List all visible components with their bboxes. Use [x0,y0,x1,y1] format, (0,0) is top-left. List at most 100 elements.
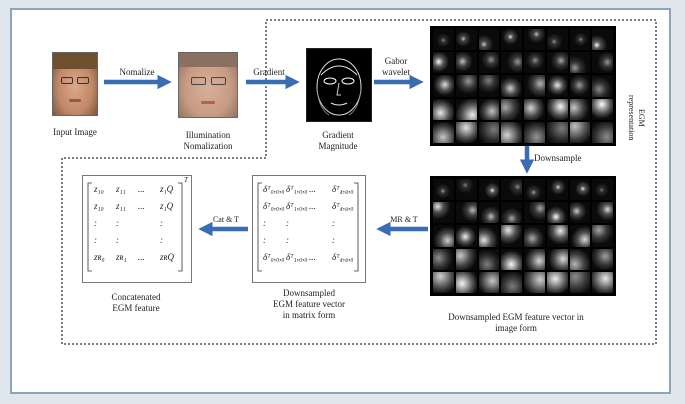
gradient-edges [316,58,362,116]
ds-matrix-cell: ... [309,252,316,262]
gabor-cell [478,75,500,97]
egm-representation-label: EGM representation [627,95,646,141]
gabor-cell [569,98,591,120]
gabor-cell [455,248,477,270]
gabor-cell [433,52,454,74]
gabor-cell [455,225,477,247]
gabor-cell [433,202,454,224]
gradient-magnitude-image [306,48,372,122]
concat-matrix-cell: : [160,218,163,228]
label-gabor-line1: Gabor [384,56,408,66]
gabor-cell [592,121,613,143]
ds-matrix-cell: δᵀ₁,₀,₀ [286,201,308,211]
gabor-feature-grid [430,26,616,146]
gabor-cell [546,271,568,293]
gabor-cell [524,271,545,293]
ds-matrix-cell: : [286,218,289,228]
gabor-cell [478,121,500,143]
gabor-cell [569,225,591,247]
gabor-cell [433,179,454,201]
gabor-cell [478,52,500,74]
gabor-cell [455,179,477,201]
gabor-cell [501,75,522,97]
concat-matrix-cell: : [116,235,119,245]
gabor-cell [478,248,500,270]
gabor-cell [501,225,522,247]
gabor-cell [592,75,613,97]
gabor-cell [478,271,500,293]
concat-matrix-cell: zʀ₁ [116,252,127,262]
concat-matrix-cell: ... [138,184,145,194]
gabor-cell [478,98,500,120]
gabor-cell [501,98,522,120]
input-face-image [52,52,98,116]
ds-matrix-cell: δᵀ₄,₈,₀ [332,252,354,262]
gabor-cell [455,29,477,51]
ds-matrix-cell: ... [309,201,316,211]
label-normalize: Nomalize [119,67,155,77]
concat-matrix-cell: z₁₁ [116,184,126,194]
caption-gradient-line2: Magnitude [318,141,358,151]
gabor-cell [569,52,591,74]
caption-dsmatrix-line2: EGM feature vector [273,299,345,309]
caption-gradient-line1: Gradient [322,130,354,140]
gabor-cell [546,121,568,143]
ds-matrix-cell: δᵀ₀,₀,₀ [263,201,285,211]
downsampled-matrix-box [252,175,366,283]
concat-matrix-cell: z₁₀ [94,201,104,211]
gabor-cell [433,225,454,247]
concat-matrix-cell: z₁Q [160,201,174,211]
gabor-cell [524,202,545,224]
gabor-cell [592,248,613,270]
concat-matrix-cell: : [160,235,163,245]
gabor-cell [524,121,545,143]
concat-matrix-cell: z₁₁ [116,201,126,211]
gabor-cell [592,271,613,293]
label-gradient: Gradient [253,67,285,77]
gabor-cell [592,202,613,224]
caption-dsimage-line2: image form [495,323,537,333]
gabor-cell [546,225,568,247]
caption-illumination-line2: Nomalization [183,141,233,151]
gabor-cell [501,52,522,74]
gabor-cell [592,225,613,247]
gabor-cell [455,52,477,74]
ds-matrix-cell: δᵀ₁,₀,₀ [286,184,308,194]
concat-matrix-cell: : [94,218,97,228]
caption-downsampled-matrix: Downsampled EGM feature vector in matrix… [254,288,364,321]
caption-illumination-line1: Illumination [185,130,231,140]
label-mr-t: MR & T [390,215,418,224]
gabor-cell [524,225,545,247]
gabor-cell [524,29,545,51]
concatenated-matrix-box [82,175,192,283]
gabor-cell [433,271,454,293]
gabor-cell [569,271,591,293]
concat-matrix-cell: : [116,218,119,228]
gabor-cell [524,98,545,120]
gabor-cell [501,248,522,270]
gabor-cell [455,271,477,293]
caption-concatenated: Concatenated EGM feature [96,292,176,314]
concat-matrix-cell: z₁₀ [94,184,104,194]
caption-concatenated-line1: Concatenated [111,292,161,302]
gabor-cell [455,75,477,97]
gabor-cell [592,52,613,74]
gabor-cell [433,75,454,97]
concat-matrix-cell: ... [138,201,145,211]
ds-matrix-cell: : [332,235,335,245]
concat-matrix-cell: ... [138,252,145,262]
gabor-cell [455,202,477,224]
gabor-cell [546,75,568,97]
ds-matrix-cell: : [263,235,266,245]
gabor-cell [433,121,454,143]
caption-dsmatrix-line3: in matrix form [282,310,336,320]
gabor-cell [478,179,500,201]
gabor-cell [546,52,568,74]
gabor-cell [569,202,591,224]
gabor-cell [569,248,591,270]
ds-matrix-cell: : [263,218,266,228]
ds-matrix-cell: δᵀ₀,₀,₀ [263,252,285,262]
gabor-cell [524,52,545,74]
gabor-cell [524,179,545,201]
